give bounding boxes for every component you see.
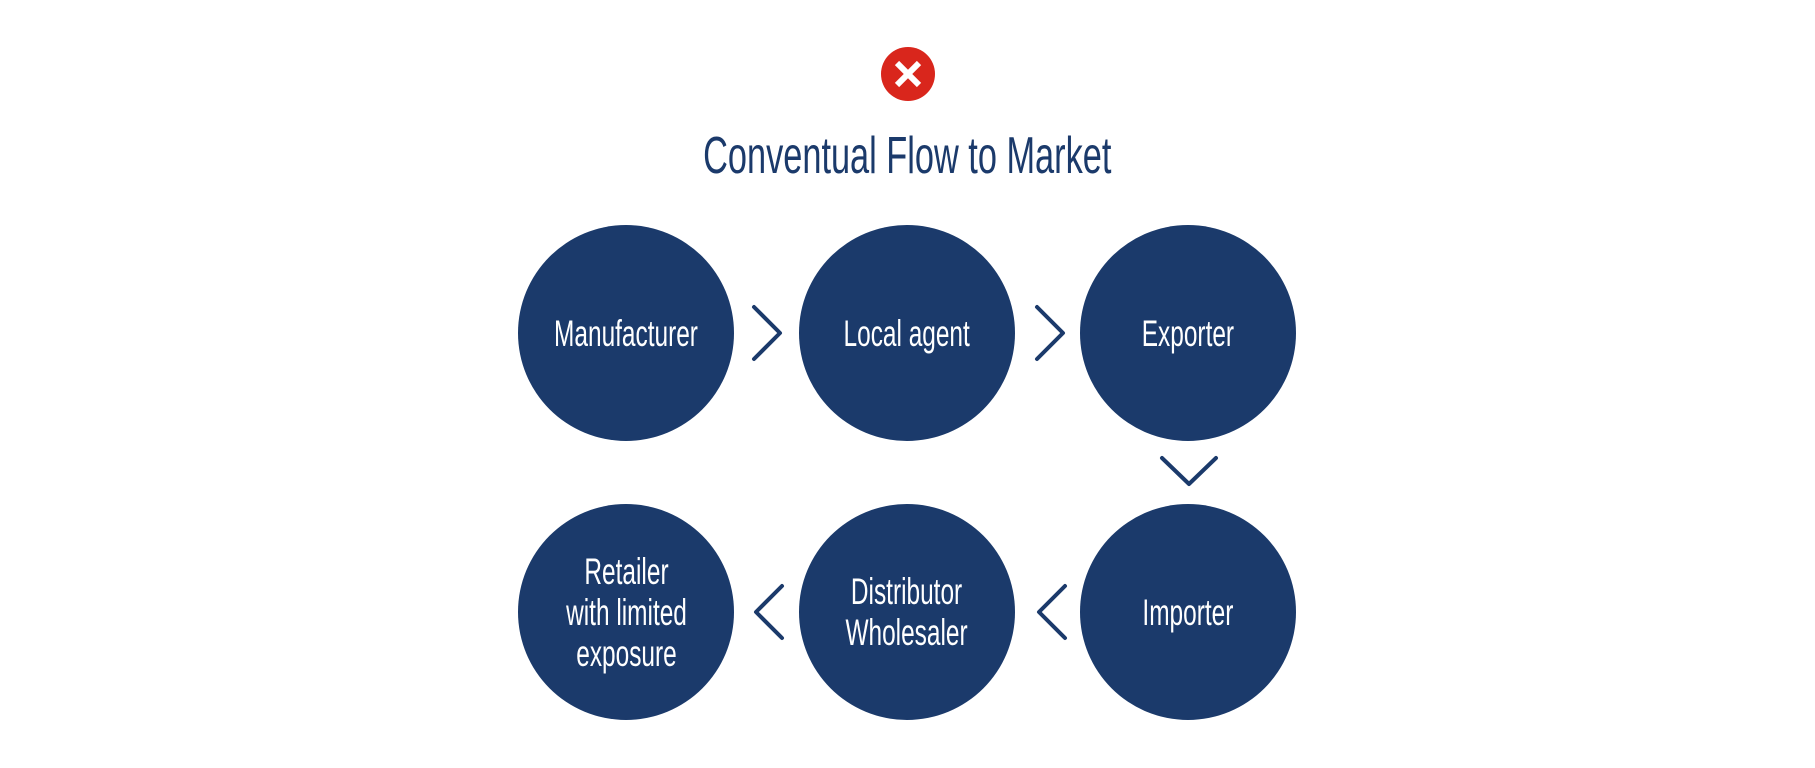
node-importer: Importer (1080, 504, 1296, 720)
diagram-title: Conventual Flow to Market (703, 127, 1112, 185)
node-label: Manufacturer (554, 312, 698, 354)
node-exporter: Exporter (1080, 225, 1296, 441)
node-label: Local agent (843, 312, 971, 354)
chevron-left-icon (1037, 584, 1067, 640)
node-label: Importer (1142, 591, 1234, 633)
node-label: Retailer with limited exposure (565, 550, 687, 674)
node-local-agent: Local agent (799, 225, 1015, 441)
node-label: Distributor Wholesaler (845, 571, 969, 653)
node-retailer: Retailer with limited exposure (518, 504, 734, 720)
error-x-icon (881, 47, 935, 101)
node-label: Exporter (1141, 312, 1235, 354)
chevron-left-icon (754, 584, 784, 640)
chevron-right-icon (1035, 305, 1065, 361)
node-distributor-wholesaler: Distributor Wholesaler (799, 504, 1015, 720)
node-manufacturer: Manufacturer (518, 225, 734, 441)
chevron-right-icon (752, 305, 782, 361)
chevron-down-icon (1160, 456, 1218, 486)
